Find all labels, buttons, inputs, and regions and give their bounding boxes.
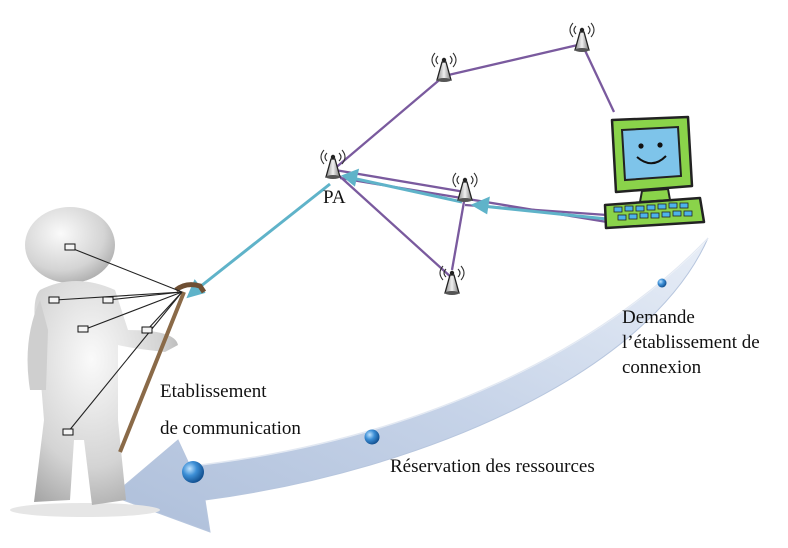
connection-request-label-line1: Demande bbox=[622, 307, 695, 328]
antenna-icon bbox=[320, 149, 346, 180]
signal-path bbox=[186, 168, 608, 299]
bubble-marker bbox=[657, 278, 667, 288]
computer-icon bbox=[603, 115, 706, 230]
connection-request-label-line3: connexion bbox=[622, 357, 702, 378]
sensor-links bbox=[54, 247, 183, 433]
bubble-marker bbox=[182, 461, 204, 483]
resource-reservation-label: Réservation des ressources bbox=[390, 456, 595, 477]
antenna-icon bbox=[569, 22, 595, 53]
connection-request-label-line2: l’établissement de bbox=[622, 332, 760, 353]
walking-cane-icon bbox=[118, 282, 207, 453]
sensor-icon bbox=[48, 243, 153, 436]
antenna-icon bbox=[431, 52, 457, 83]
network-links bbox=[332, 42, 616, 279]
communication-label-line2: de communication bbox=[160, 418, 301, 439]
access-point-label: PA bbox=[323, 187, 346, 208]
communication-label-line1: Etablissement bbox=[160, 381, 267, 402]
bubble-marker bbox=[364, 429, 380, 445]
